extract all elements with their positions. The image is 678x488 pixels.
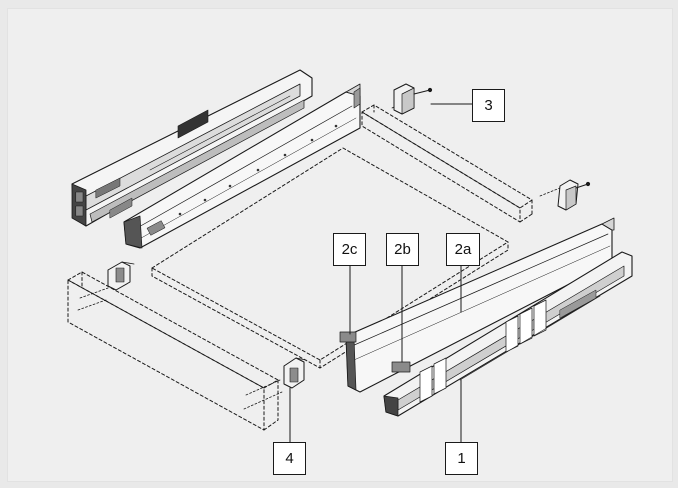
rear-bracket-3 bbox=[393, 83, 433, 115]
drawer-back-panel-outline bbox=[361, 104, 533, 223]
front-bracket-4 bbox=[283, 357, 307, 389]
callout-1: 1 bbox=[445, 442, 478, 475]
callout-2a: 2a bbox=[446, 233, 480, 266]
left-drawer-side bbox=[123, 83, 361, 249]
label-plate-2c bbox=[339, 331, 357, 343]
left-drawer-runner bbox=[71, 69, 313, 227]
rear-bracket-right bbox=[557, 179, 591, 211]
drawer-front-panel-outline bbox=[67, 271, 279, 431]
callout-leaders bbox=[289, 103, 473, 443]
callout-2c: 2c bbox=[333, 233, 366, 266]
right-drawer-runner-1 bbox=[383, 251, 633, 417]
drawer-bottom-outline bbox=[151, 147, 509, 369]
callout-2b: 2b bbox=[386, 233, 419, 266]
front-bracket-left bbox=[107, 261, 135, 291]
callout-3: 3 bbox=[472, 89, 505, 122]
callout-4: 4 bbox=[273, 442, 306, 475]
label-plate-2b bbox=[391, 361, 411, 373]
